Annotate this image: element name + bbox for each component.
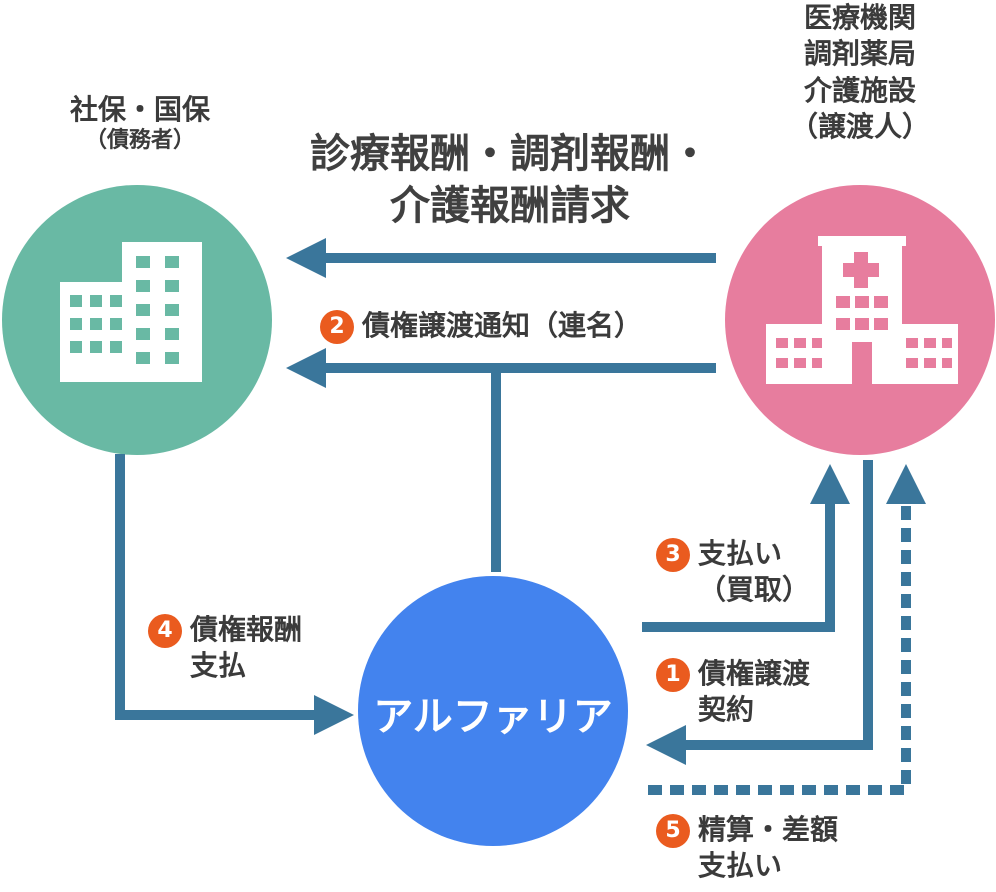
transfer-contract-arrow: [646, 460, 873, 765]
debtor-label: 社保・国保 （債務者）: [20, 92, 260, 155]
settlement-dashed-line: [648, 464, 926, 795]
step-2-text: 債権譲渡通知（連名）: [362, 309, 643, 342]
debtor-role: （債務者）: [84, 128, 195, 153]
step-1-line-2: 契約: [698, 693, 755, 726]
transferor-type-2: 調剤薬局: [803, 37, 916, 71]
transferor-label: 医療機関 調剤薬局 介護施設 （譲渡人）: [745, 0, 975, 146]
step-3-badge: 3: [656, 538, 690, 572]
claim-label: 診療報酬・調剤報酬・ 介護報酬請求: [290, 128, 730, 232]
claim-line-1: 診療報酬・調剤報酬・: [310, 131, 710, 177]
purchase-payment-arrow: [642, 464, 850, 632]
debtor-name: 社保・国保: [69, 93, 210, 126]
office-building-icon: [60, 242, 202, 382]
step-1-line-1: 債権譲渡: [698, 657, 811, 690]
step-3-line-2: （買取）: [698, 573, 811, 606]
step-2-badge: 2: [320, 310, 354, 344]
transferor-role: （譲渡人）: [789, 110, 930, 144]
claim-line-2: 介護報酬請求: [390, 183, 630, 229]
step-4-badge: 4: [148, 614, 182, 648]
transferor-type-3: 介護施設: [803, 73, 916, 107]
step-5-line-1: 精算・差額: [698, 813, 839, 846]
step-4-line-1: 債権報酬: [190, 613, 303, 646]
alpharia-name: アルファリア: [373, 694, 613, 740]
transferor-type-1: 医療機関: [803, 1, 916, 34]
step-5-badge: 5: [656, 814, 690, 848]
debtor-payment-arrow: [115, 454, 354, 735]
step-1-badge: 1: [656, 658, 690, 692]
hospital-icon: [766, 236, 958, 384]
step-4-line-2: 支払: [190, 649, 247, 682]
step-5-line-2: 支払い: [698, 849, 783, 882]
step-3-line-1: 支払い: [698, 537, 783, 570]
alpharia-circle: [358, 576, 628, 846]
